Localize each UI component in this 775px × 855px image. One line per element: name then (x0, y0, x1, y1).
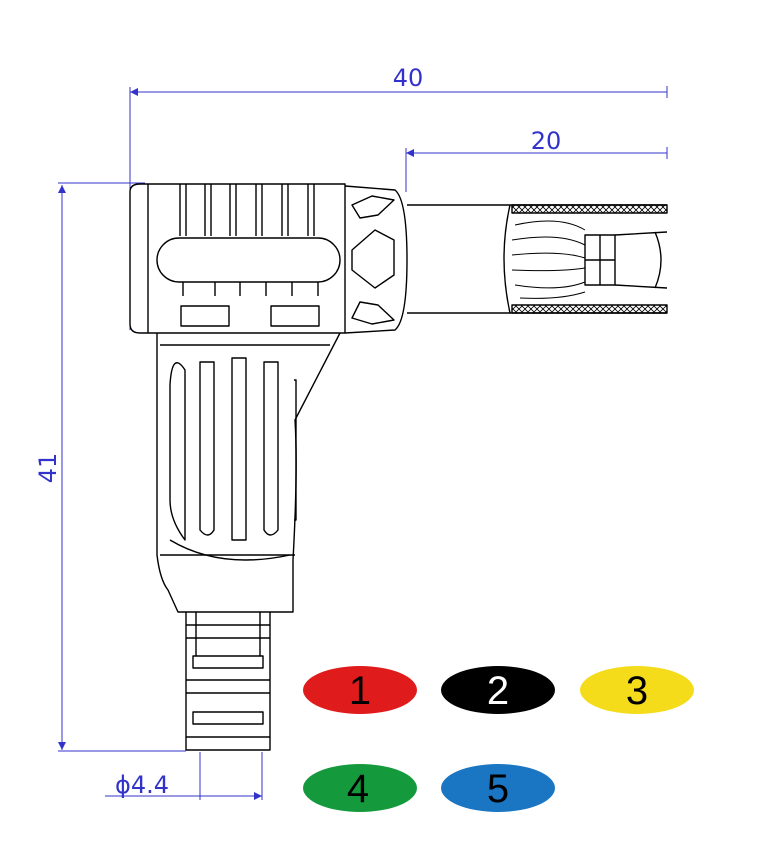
head-ribs (179, 184, 315, 236)
wire-5-swatch (441, 764, 555, 812)
dim-diameter-label: ϕ4.4 (115, 771, 169, 799)
wire-3-swatch (580, 666, 694, 714)
head-outline (129, 183, 346, 334)
dim-offset-label: 20 (531, 127, 562, 155)
dim-length-label: 40 (393, 64, 424, 92)
connector-body (129, 183, 668, 751)
wire-1: 1 (303, 666, 417, 714)
wire-1-label: 1 (349, 669, 371, 713)
wire-3-label: 3 (626, 669, 648, 713)
wire-5-label: 5 (487, 767, 509, 811)
wire-2: 2 (441, 666, 555, 714)
wire-4-label: 4 (347, 767, 369, 811)
wire-4-swatch (303, 764, 417, 812)
head-window-left (180, 305, 230, 327)
strain-relief (185, 612, 271, 751)
wire-2-label: 2 (487, 669, 509, 713)
wire-2-swatch (441, 666, 555, 714)
wire-4: 4 (303, 764, 417, 812)
wire-3: 3 (580, 666, 694, 714)
wire-1-swatch (303, 666, 417, 714)
dimension-lines (58, 86, 668, 800)
nut-outline (344, 185, 408, 334)
wire-color-legend: 1 2 3 4 5 (303, 666, 694, 812)
head-slot (156, 237, 341, 283)
head-window-right (270, 305, 320, 327)
wire-5: 5 (441, 764, 555, 812)
dim-height-label: 41 (34, 453, 62, 484)
